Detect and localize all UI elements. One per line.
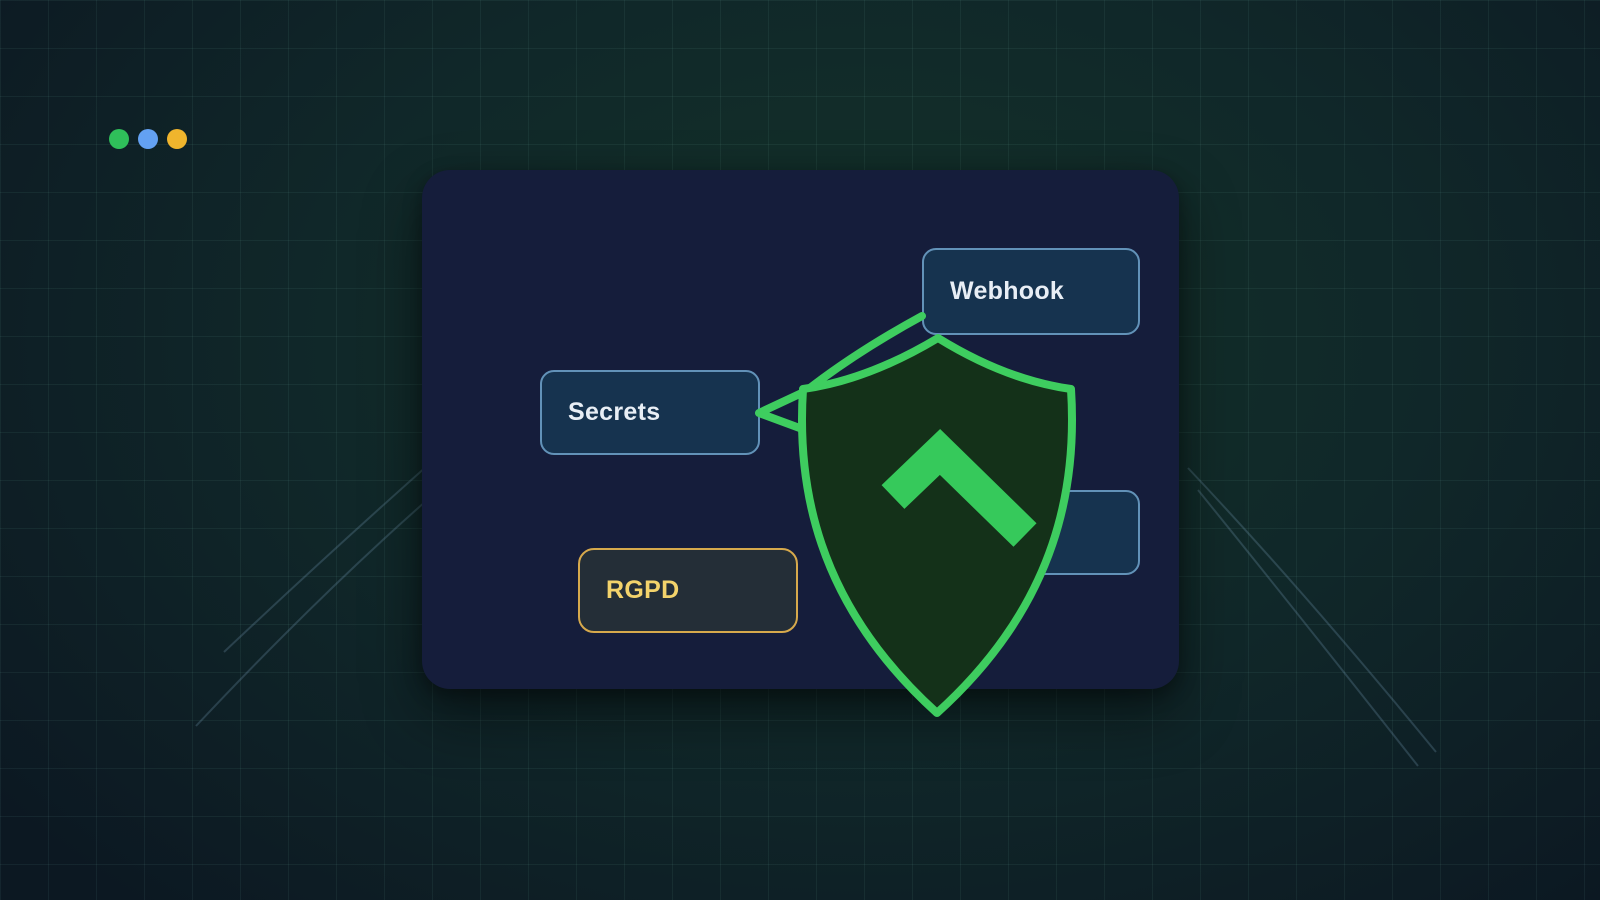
window-dot-blue[interactable]	[138, 129, 158, 149]
node-secrets-label: Secrets	[568, 398, 661, 426]
window-dot-green[interactable]	[109, 129, 129, 149]
node-webhook-label: Webhook	[950, 277, 1065, 305]
arc-right-inner	[1197, 489, 1419, 767]
node-rgpd-label: RGPD	[606, 576, 680, 604]
arc-left-outer	[195, 493, 435, 727]
node-secrets: Secrets	[540, 370, 760, 455]
node-rgpd: RGPD	[578, 548, 798, 633]
arc-right-outer	[1187, 467, 1437, 753]
arc-left-inner	[223, 457, 437, 653]
window-dot-yellow[interactable]	[167, 129, 187, 149]
node-partial-hidden	[920, 490, 1140, 575]
node-webhook: Webhook	[922, 248, 1140, 335]
